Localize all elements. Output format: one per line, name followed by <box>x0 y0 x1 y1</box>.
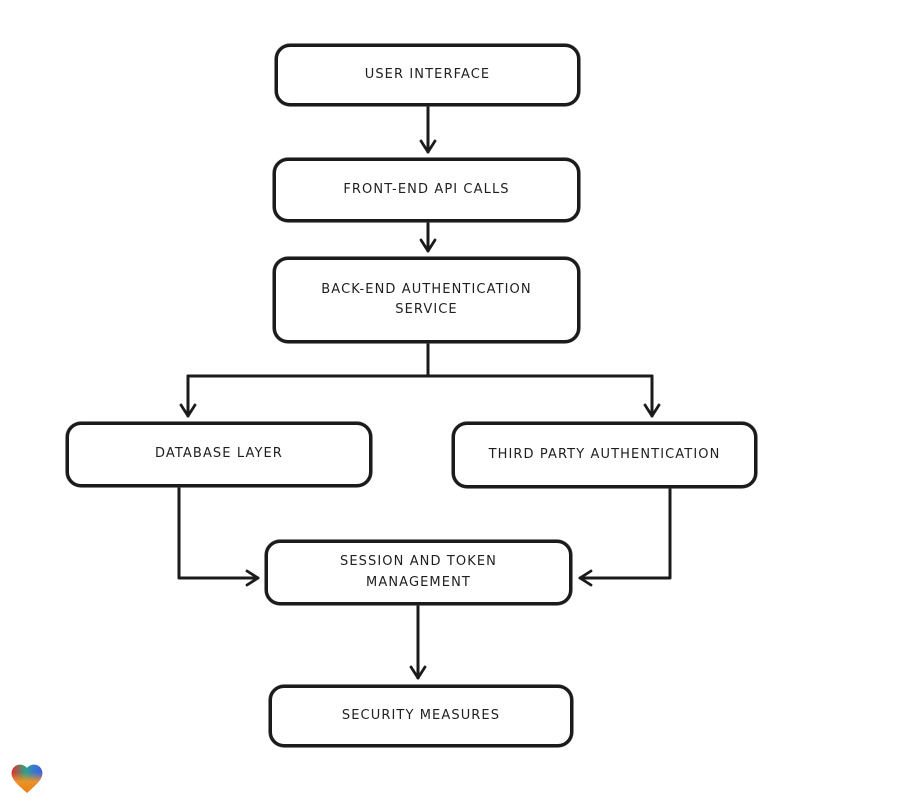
node-label: DATABASE LAYER <box>155 446 283 462</box>
node-back-end-authentication-service: BACK-END AUTHENTICATION SERVICE <box>273 257 580 343</box>
connector-thirdparty-to-session <box>578 487 672 587</box>
node-security-measures: SECURITY MEASURES <box>269 685 573 747</box>
node-label: FRONT-END API CALLS <box>343 181 510 197</box>
node-third-party-authentication: THIRD PARTY AUTHENTICATION <box>452 422 757 488</box>
connector-database-to-session <box>177 486 260 587</box>
gradient-heart-logo <box>11 764 43 793</box>
node-label: USER INTERFACE <box>364 66 491 82</box>
node-user-interface: USER INTERFACE <box>275 44 580 106</box>
node-label: SECURITY MEASURES <box>341 707 501 723</box>
node-label: SESSION AND TOKEN MANAGEMENT <box>340 554 497 590</box>
node-database-layer: DATABASE LAYER <box>66 422 372 487</box>
node-session-and-token-management: SESSION AND TOKEN MANAGEMENT <box>265 540 572 605</box>
node-label: THIRD PARTY AUTHENTICATION <box>488 446 721 462</box>
node-front-end-api-calls: FRONT-END API CALLS <box>273 158 580 222</box>
node-label: BACK-END AUTHENTICATION SERVICE <box>321 281 532 317</box>
